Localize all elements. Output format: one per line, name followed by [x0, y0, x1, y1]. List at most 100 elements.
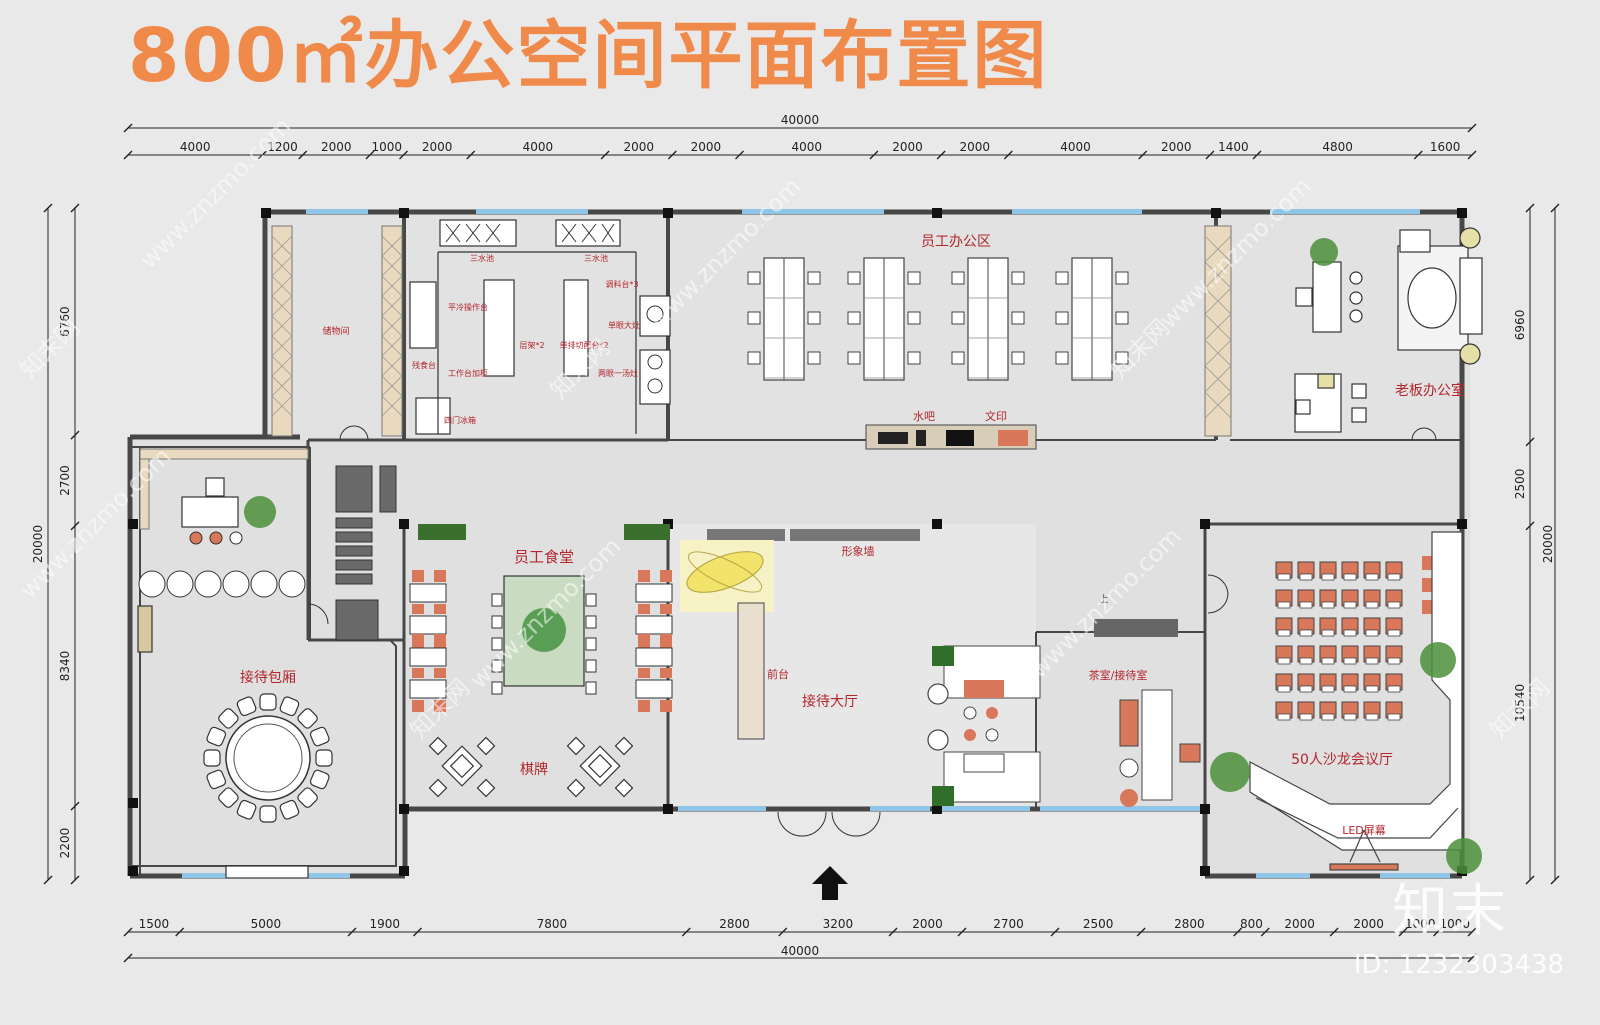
- dimension-tick: [778, 927, 788, 937]
- dimension-tick: [888, 927, 898, 937]
- office-chair: [1055, 351, 1069, 365]
- label-image-wall: 形象墙: [842, 544, 875, 558]
- office-chair: [951, 351, 965, 365]
- dimension-label: 2000: [623, 140, 654, 154]
- label-water-bar: 水吧: [913, 410, 935, 423]
- label-sink-right: 三水池: [584, 253, 608, 263]
- dimension-tick: [1525, 203, 1535, 213]
- entrance-arrow-icon: [812, 866, 848, 900]
- label-led-screen: LED屏幕: [1342, 823, 1386, 837]
- canteen-chair: [585, 593, 597, 607]
- dimension-tick: [1550, 203, 1560, 213]
- dining-chair: [206, 726, 227, 747]
- dimension-tick: [70, 430, 80, 440]
- dimension-total: 40000: [781, 113, 819, 127]
- storage-shelves: [139, 225, 1232, 530]
- dining-chair: [236, 696, 257, 717]
- canteen-chair: [585, 659, 597, 673]
- dimension-label: 2800: [1174, 917, 1205, 931]
- canteen-chair: [412, 668, 424, 678]
- doors: [307, 425, 1437, 837]
- canteen-chair: [585, 637, 597, 651]
- dining-chair: [236, 799, 257, 820]
- dimension-tick: [399, 150, 409, 160]
- reception-suite-stools: [138, 531, 306, 598]
- dining-chair: [315, 749, 333, 767]
- dimension-label: 2200: [58, 828, 72, 859]
- boss-office-furniture: [1294, 227, 1483, 433]
- dimension-label: 2000: [959, 140, 990, 154]
- dimension-label: 2000: [691, 140, 722, 154]
- office-chair: [747, 311, 761, 325]
- dimension-tick: [1525, 521, 1535, 531]
- lobby-furniture: [680, 529, 1041, 806]
- dimension-label: 2000: [1284, 917, 1315, 931]
- columns: [128, 208, 1467, 876]
- dining-chair: [259, 693, 277, 711]
- label-front-desk: 前台: [767, 667, 789, 681]
- office-chair: [847, 311, 861, 325]
- label-fridge: 四门冰箱: [444, 415, 476, 425]
- water-bar-counter: [865, 424, 1037, 450]
- dimension-tick: [412, 927, 422, 937]
- meeting-side-chair: [1422, 578, 1432, 592]
- label-cutting: 单排切配台*2: [559, 340, 608, 350]
- dimension-tick: [1329, 927, 1339, 937]
- label-tea-room: 茶室/接待室: [1089, 668, 1148, 682]
- office-chair: [1055, 271, 1069, 285]
- dimension-tick: [347, 927, 357, 937]
- dimension-tick: [43, 875, 53, 885]
- dimension-label: 1000: [371, 140, 402, 154]
- dimension-label: 2500: [1513, 469, 1527, 500]
- meeting-room-chairs: [1275, 556, 1432, 721]
- dimension-label: 1600: [1430, 140, 1461, 154]
- label-seasoning: 调料台*3: [605, 279, 638, 289]
- dimension-tick: [123, 123, 133, 133]
- label-storage: 储物间: [322, 325, 349, 337]
- dimension-label: 2000: [892, 140, 923, 154]
- label-boss-office: 老板办公室: [1395, 382, 1465, 399]
- round-dining-table: [203, 693, 333, 823]
- dimension-tick: [1398, 927, 1408, 937]
- office-chair: [847, 271, 861, 285]
- label-printing: 文印: [985, 409, 1007, 423]
- dimension-label: 10540: [1513, 684, 1527, 722]
- canteen-chair: [660, 700, 672, 712]
- label-double-stove: 两眼一汤灶: [598, 368, 638, 378]
- canteen-table: [635, 647, 673, 667]
- dimension-tick: [681, 927, 691, 937]
- canteen-chair: [491, 637, 503, 651]
- office-chair: [907, 271, 921, 285]
- dining-chair: [259, 805, 277, 823]
- dimension-label: 1000: [1439, 917, 1470, 931]
- canteen-chair: [660, 570, 672, 582]
- dimension-tick: [1550, 875, 1560, 885]
- dimension-tick: [123, 150, 133, 160]
- canteen-chair: [434, 570, 446, 582]
- office-chair: [847, 351, 861, 365]
- office-chair: [1115, 311, 1129, 325]
- dimension-tick: [1252, 150, 1262, 160]
- canteen-chair: [434, 700, 446, 712]
- dimension-label: 4000: [523, 140, 554, 154]
- canteen-chair: [491, 593, 503, 607]
- office-chair: [951, 311, 965, 325]
- office-chair: [907, 311, 921, 325]
- office-chair: [907, 351, 921, 365]
- dimension-tick: [123, 953, 133, 963]
- dimension-label: 1000: [1405, 917, 1436, 931]
- dining-chair: [218, 708, 239, 729]
- tea-room-furniture: [1094, 619, 1201, 807]
- dimension-tick: [257, 150, 267, 160]
- dining-chair: [279, 799, 300, 820]
- dimension-label: 4800: [1322, 140, 1353, 154]
- dimension-total: 20000: [1541, 525, 1555, 563]
- kitchen-sink-marks: [445, 223, 664, 394]
- label-reception-suite: 接待包厢: [240, 669, 296, 686]
- office-chair: [1011, 351, 1025, 365]
- canteen-chair: [638, 604, 650, 614]
- dining-chair: [309, 726, 330, 747]
- dimension-label: 5000: [251, 917, 282, 931]
